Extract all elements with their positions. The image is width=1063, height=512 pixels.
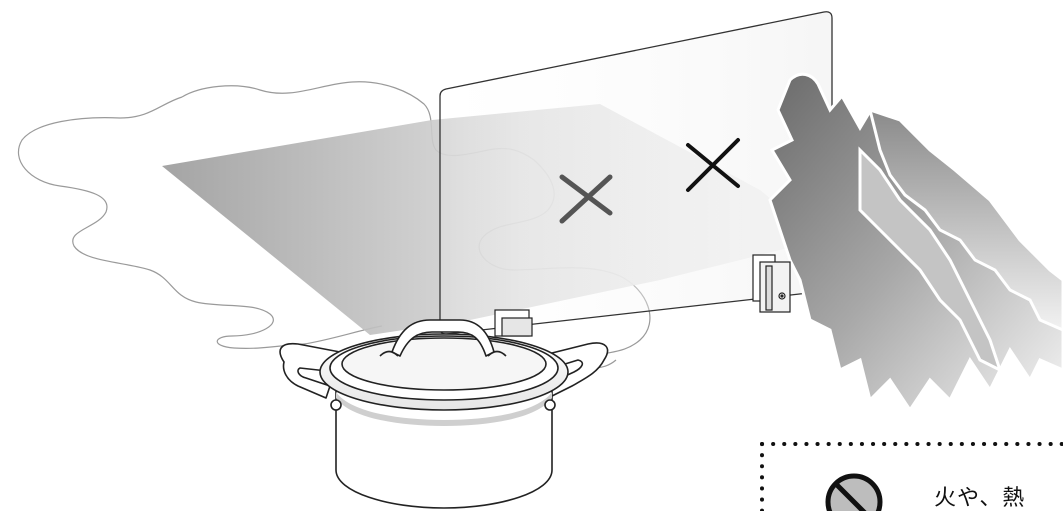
mounting-clip-right (752, 254, 791, 313)
cooking-pot (279, 319, 609, 509)
warning-text: 火や、熱 (934, 486, 1026, 511)
prohibition-icon (825, 473, 883, 511)
cross-mark-icon (559, 174, 613, 224)
mounting-clip-left (494, 309, 533, 337)
warning-box (760, 442, 1063, 511)
cross-mark-icon (686, 138, 740, 192)
flame-shapes (768, 72, 1063, 413)
